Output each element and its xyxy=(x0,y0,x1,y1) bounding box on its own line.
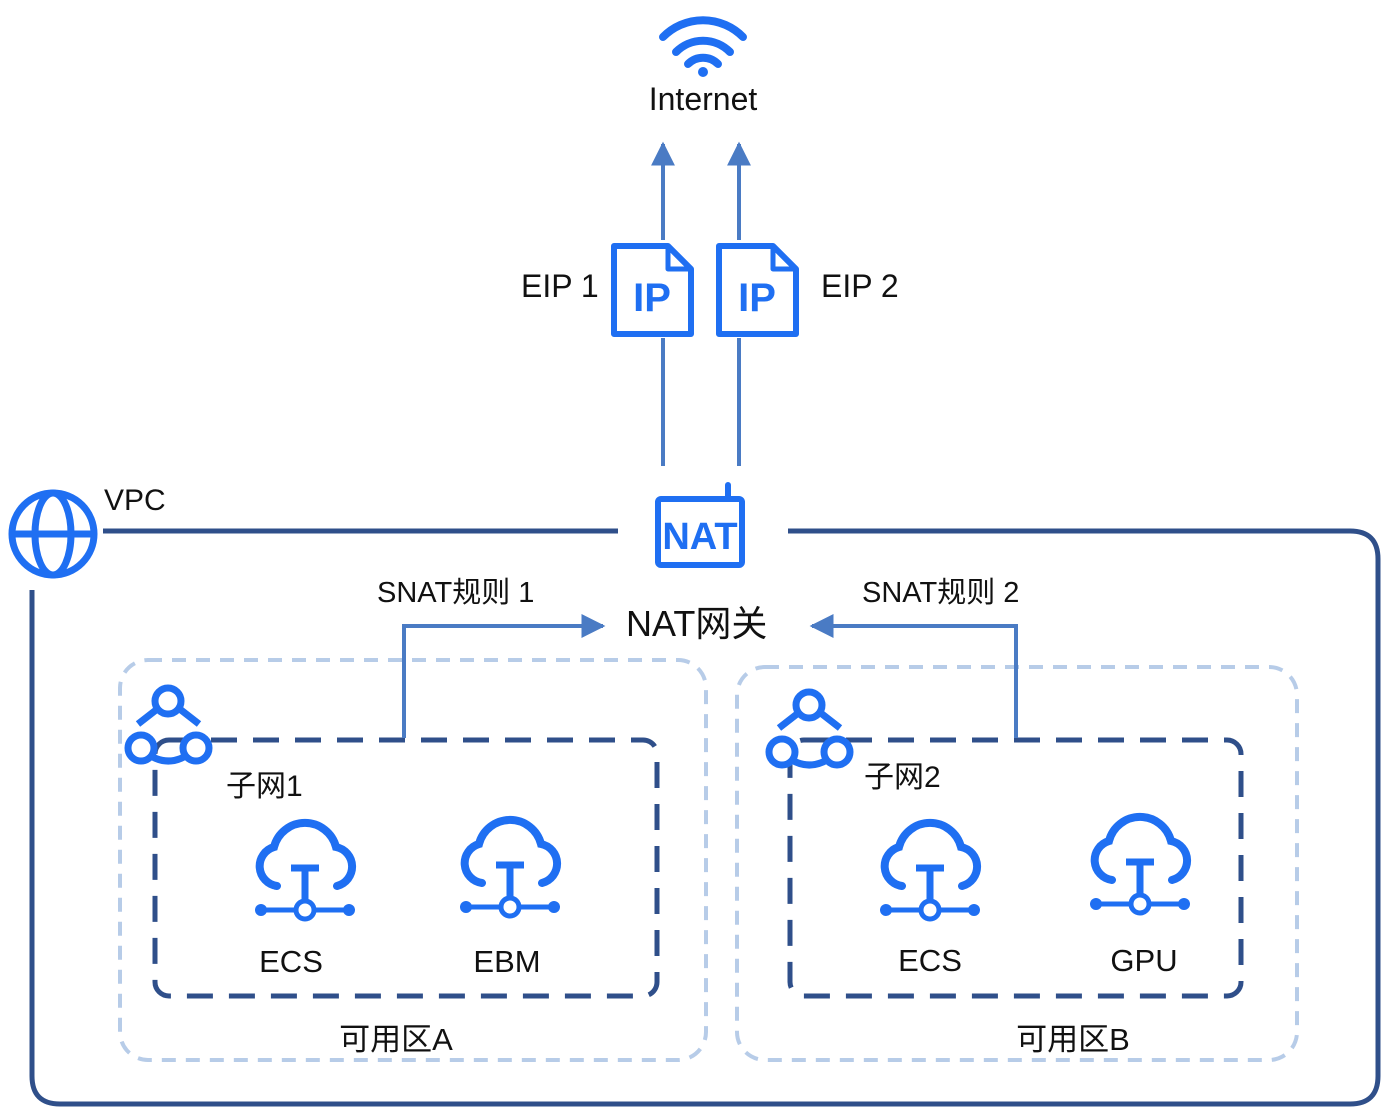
snat-rule-2-label: SNAT规则 2 xyxy=(862,577,1020,609)
zone-a-border xyxy=(118,658,708,1062)
cloud-server-icon xyxy=(460,815,562,919)
eip-1-label: EIP 1 xyxy=(521,268,599,304)
nat-gateway-icon: NAT xyxy=(655,482,745,568)
ip-document-icon: IP xyxy=(716,243,799,337)
vpc-border xyxy=(29,528,1381,1107)
ip-icon-text: IP xyxy=(738,276,776,320)
instance-label-ecs: ECS xyxy=(259,944,323,979)
wifi-icon xyxy=(659,16,747,77)
snat-rule-1-label: SNAT规则 1 xyxy=(377,577,535,609)
subnet-1-border xyxy=(152,737,660,999)
network-nodes-icon xyxy=(124,684,213,765)
ip-icon-text: IP xyxy=(633,276,671,320)
cloud-server-icon xyxy=(880,818,982,922)
snat-arrow-2 xyxy=(809,614,1018,738)
internet-label: Internet xyxy=(648,81,758,117)
subnet-2-border xyxy=(787,737,1244,999)
cloud-server-icon xyxy=(1090,812,1192,916)
globe-icon xyxy=(8,489,98,579)
network-nodes-icon xyxy=(765,688,854,769)
ip-document-icon: IP xyxy=(611,243,694,337)
eip-2-label: EIP 2 xyxy=(821,268,899,304)
vpc-label: VPC xyxy=(104,484,166,517)
instance-label-ebm: EBM xyxy=(473,944,541,979)
snat-arrow-1 xyxy=(402,614,606,738)
subnet-2-label: 子网2 xyxy=(864,761,941,794)
zone-b-label: 可用区B xyxy=(1016,1022,1130,1057)
instance-label-gpu: GPU xyxy=(1110,943,1178,978)
zone-a-label: 可用区A xyxy=(339,1022,453,1057)
instance-label-ecs: ECS xyxy=(898,943,962,978)
subnet-1-label: 子网1 xyxy=(226,770,303,803)
nat-gateway-label: NAT网关 xyxy=(626,603,768,644)
nat-icon-text: NAT xyxy=(662,516,737,558)
cloud-server-icon xyxy=(255,818,357,922)
